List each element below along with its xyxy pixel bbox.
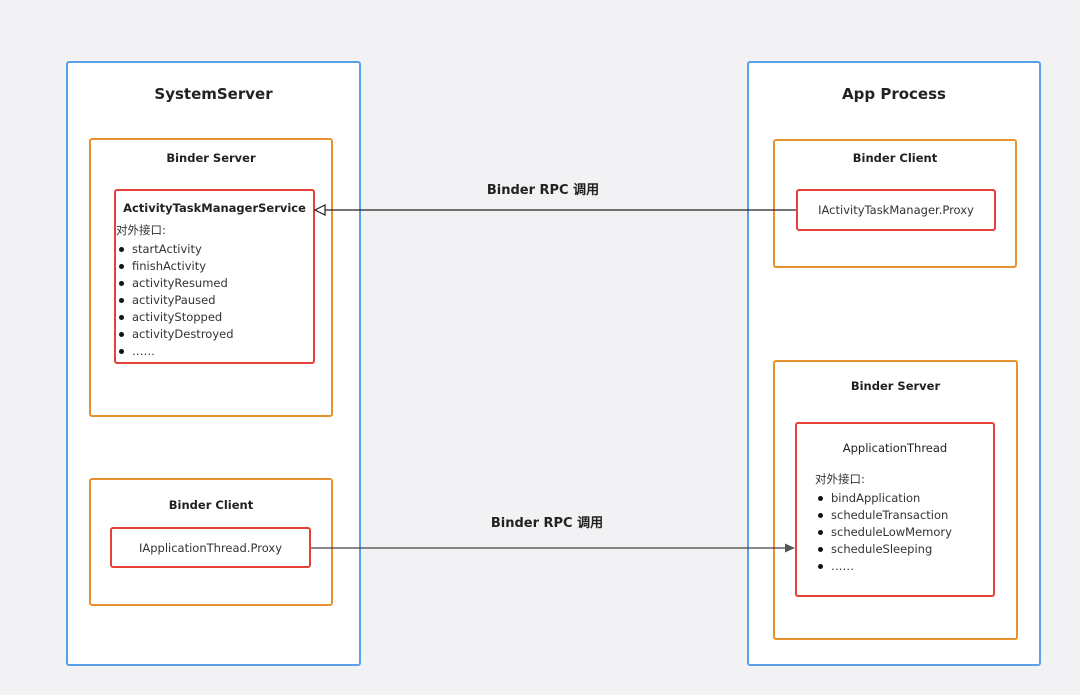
service-interface: 对外接口: startActivity finishActivity activ… [116,222,234,360]
method-item: …… [116,343,234,360]
method-item: startActivity [116,241,234,258]
app-process-title: App Process [842,85,946,103]
method-item: scheduleSleeping [815,541,952,558]
interface-header: 对外接口: [815,472,865,486]
binder-server-label: Binder Server [166,151,256,165]
method-item: scheduleTransaction [815,507,952,524]
method-item: activityResumed [116,275,234,292]
method-item: activityStopped [116,309,234,326]
iactivitytaskmanager-proxy: IActivityTaskManager.Proxy [796,189,996,231]
service-name: ActivityTaskManagerService [123,201,306,215]
binder-client-label: Binder Client [168,498,254,512]
activity-task-manager-service: ActivityTaskManagerService 对外接口: startAc… [114,189,315,364]
proxy-label: IActivityTaskManager.Proxy [818,203,974,217]
arrowhead-icon [785,543,795,553]
method-item: …… [815,558,952,575]
iapplicationthread-proxy: IApplicationThread.Proxy [110,527,311,568]
application-thread: ApplicationThread 对外接口: bindApplication … [795,422,995,597]
binder-server-label: Binder Server [850,379,941,393]
rpc-label-bottom: Binder RPC 调用 [490,516,604,531]
proxy-label: IApplicationThread.Proxy [138,540,282,555]
service-interface: 对外接口: bindApplication scheduleTransactio… [815,471,952,575]
method-item: activityDestroyed [116,326,234,343]
method-item: bindApplication [815,490,952,507]
rpc-label-top: Binder RPC 调用 [486,183,600,198]
binder-client-label: Binder Client [852,151,938,165]
service-name: ApplicationThread [842,441,948,455]
method-item: scheduleLowMemory [815,524,952,541]
method-item: activityPaused [116,292,234,309]
hollow-arrowhead-icon [313,204,326,216]
interface-header: 对外接口: [116,223,166,237]
system-server-title: SystemServer [154,85,273,103]
method-item: finishActivity [116,258,234,275]
